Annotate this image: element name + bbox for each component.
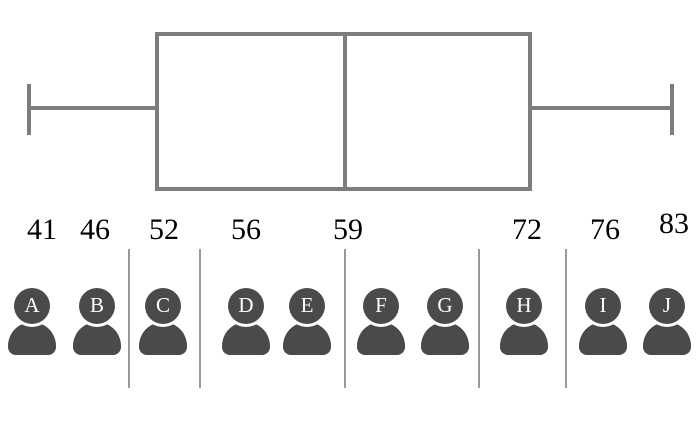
person-letter: D <box>238 292 254 317</box>
person-letter: C <box>155 292 170 317</box>
person-letter: I <box>599 292 607 317</box>
value-label-median: 59 <box>333 213 363 246</box>
value-label-q1: 52 <box>149 213 179 246</box>
person-head: C <box>145 288 181 324</box>
person-letter: H <box>516 292 532 317</box>
person-body <box>500 322 548 355</box>
boxplot <box>27 32 674 191</box>
person-head: E <box>289 288 325 324</box>
value-label: 76 <box>590 213 620 246</box>
person-body <box>421 322 469 355</box>
person-letter: F <box>375 292 387 317</box>
person-icon-d: D <box>222 285 270 358</box>
person-icon-a: A <box>8 285 56 358</box>
person-head: A <box>14 288 50 324</box>
quartile-divider <box>128 249 130 388</box>
person-head: B <box>79 288 115 324</box>
person-body <box>643 322 691 355</box>
person-body <box>8 322 56 355</box>
person-body <box>73 322 121 355</box>
person-letter: A <box>24 292 40 317</box>
person-icon-e: E <box>283 285 331 358</box>
value-label: 56 <box>231 213 261 246</box>
person-head: G <box>427 288 463 324</box>
person-icon-j: J <box>643 285 691 358</box>
person-head: H <box>506 288 542 324</box>
person-head: J <box>649 288 685 324</box>
quartile-divider <box>199 249 201 388</box>
person-body <box>579 322 627 355</box>
person-icon-h: H <box>500 285 548 358</box>
value-label-min: 41 <box>27 213 57 246</box>
person-icon-i: I <box>579 285 627 358</box>
value-label: 46 <box>80 213 110 246</box>
person-body <box>222 322 270 355</box>
person-head: I <box>585 288 621 324</box>
person-body <box>283 322 331 355</box>
person-body <box>139 322 187 355</box>
person-icon-g: G <box>421 285 469 358</box>
value-label-q3: 72 <box>512 213 542 246</box>
person-body <box>357 322 405 355</box>
person-head: D <box>228 288 264 324</box>
person-letter: G <box>437 292 453 317</box>
quartile-divider <box>478 249 480 388</box>
person-letter: E <box>300 292 314 317</box>
person-icon-c: C <box>139 285 187 358</box>
person-icon-f: F <box>357 285 405 358</box>
person-icon-b: B <box>73 285 121 358</box>
person-letter: B <box>89 292 104 317</box>
quartile-divider-median <box>344 249 346 388</box>
quartile-divider <box>565 249 567 388</box>
value-label-max: 83 <box>659 207 689 240</box>
person-letter: J <box>662 292 672 317</box>
person-head: F <box>363 288 399 324</box>
